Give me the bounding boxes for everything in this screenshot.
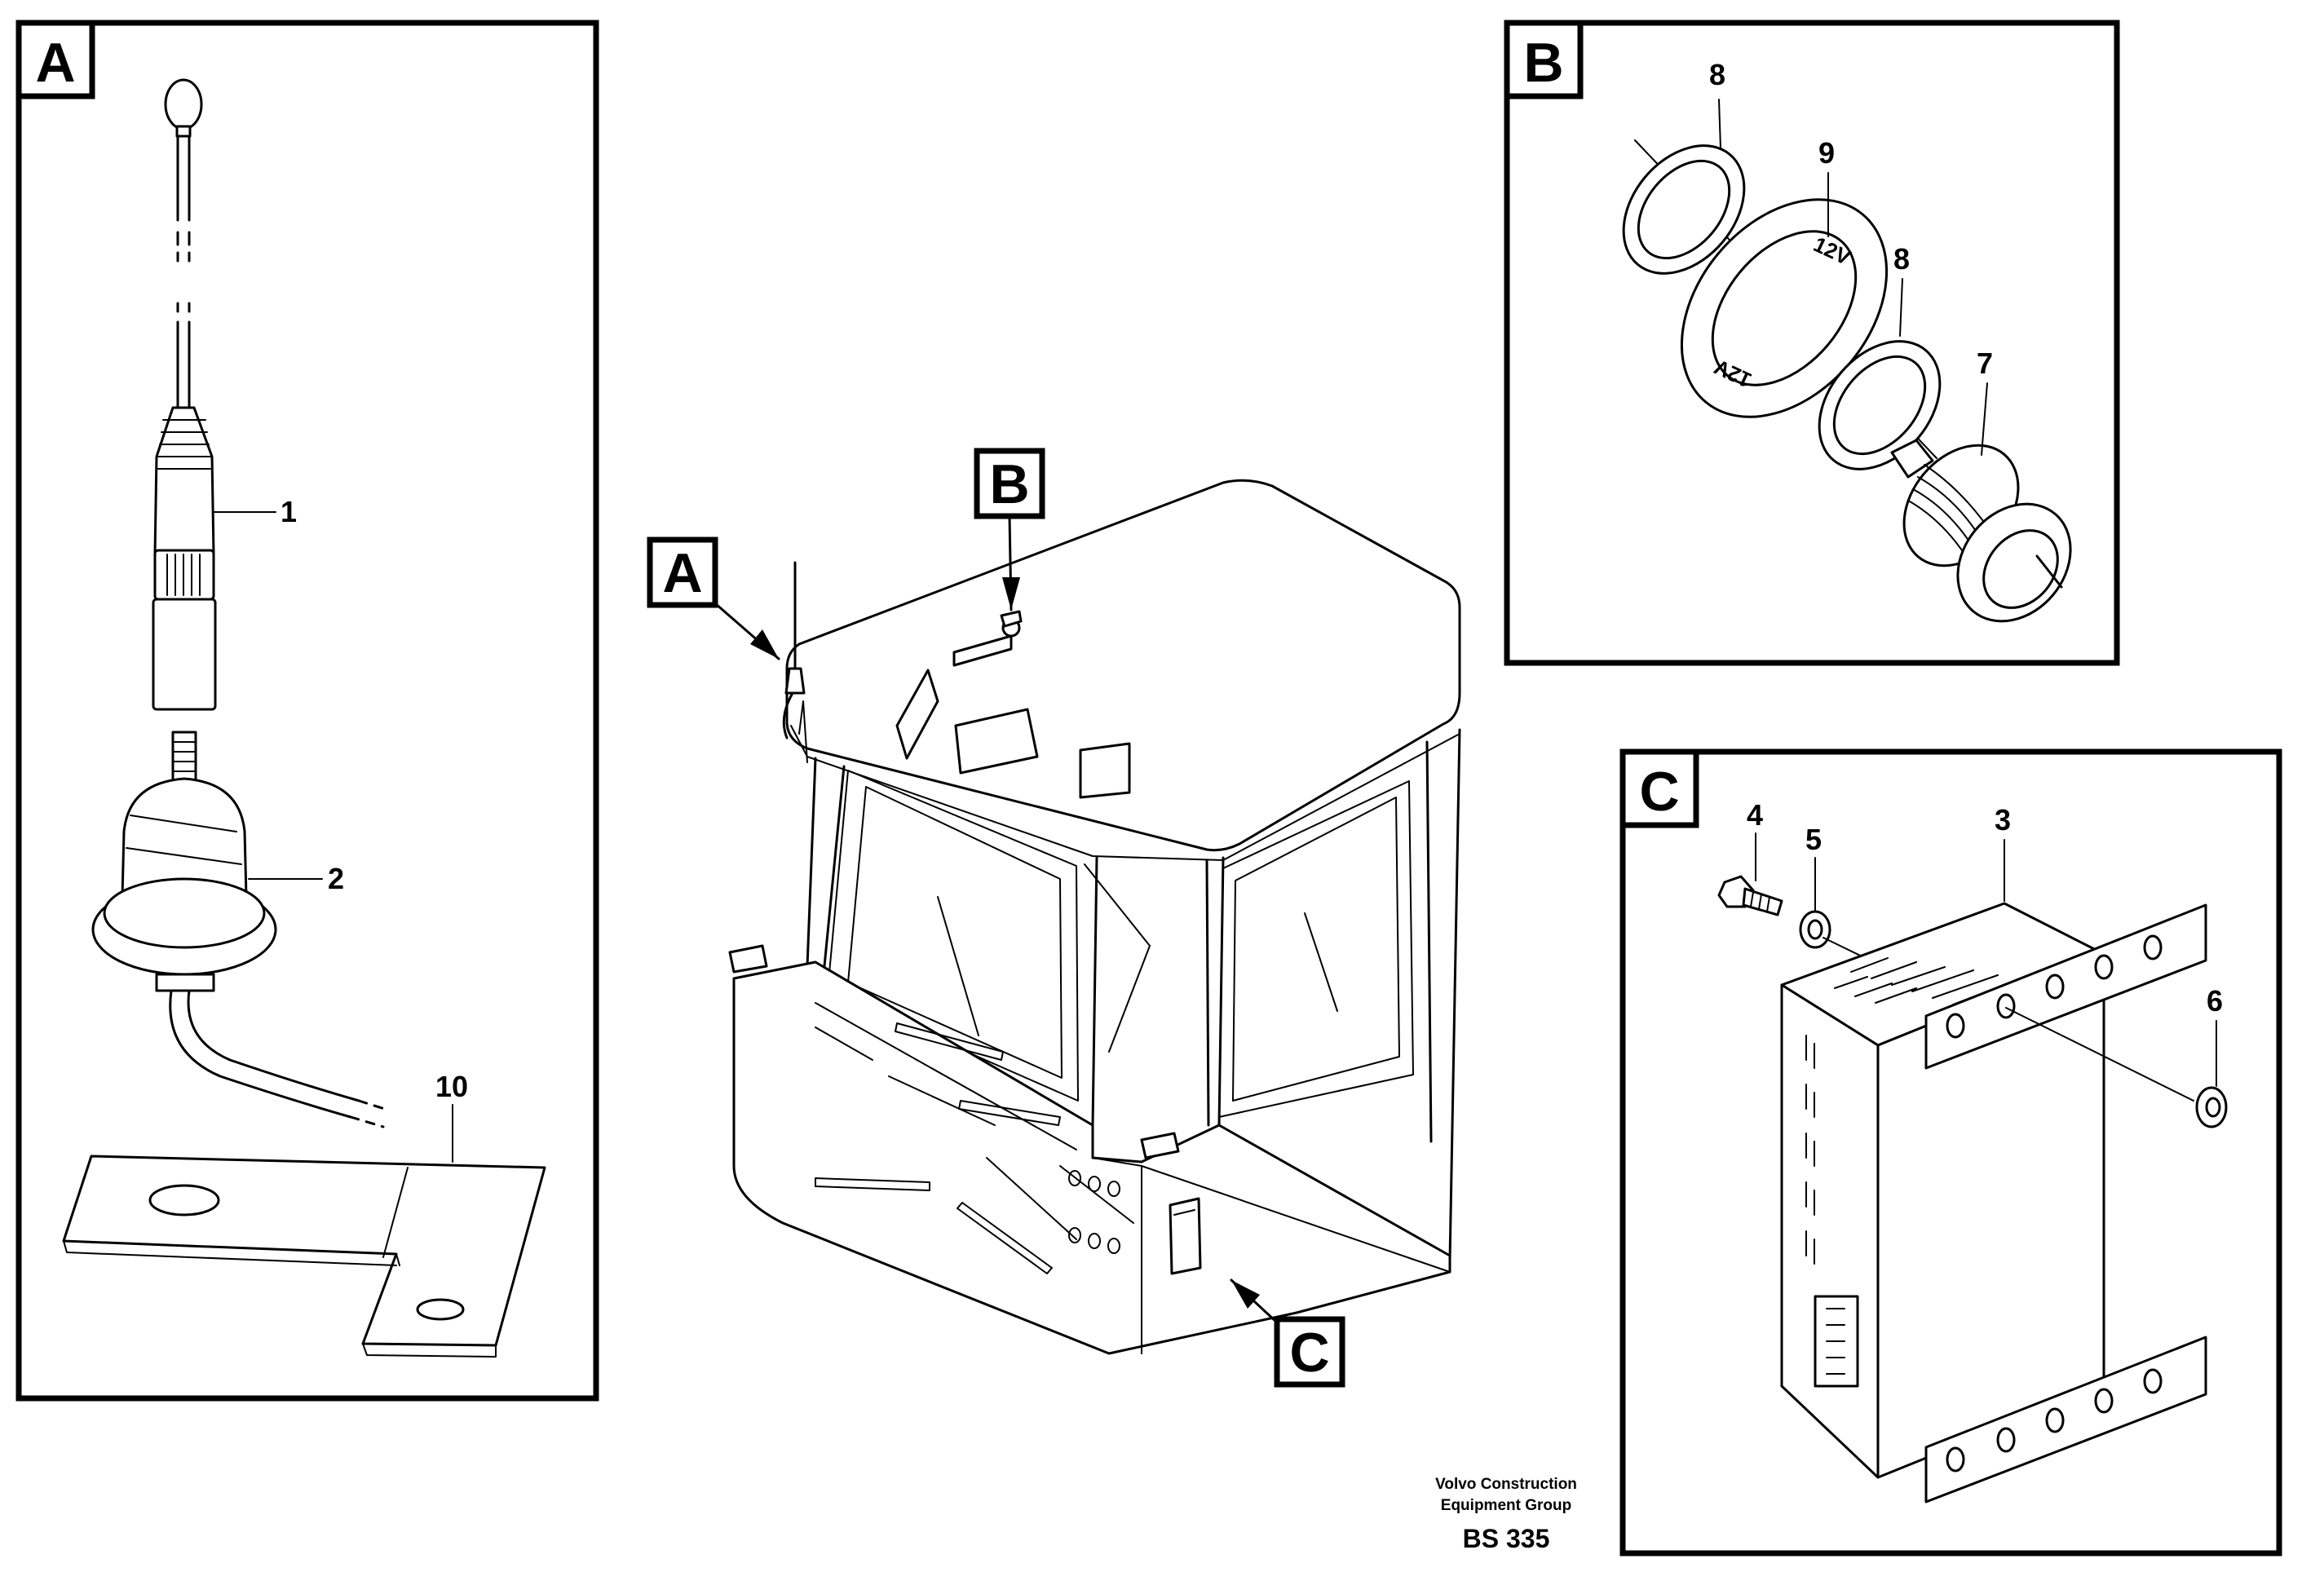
leader-7 (1981, 382, 1988, 456)
part-number-9: 9 (1818, 136, 1835, 170)
panel-a-letter: A (35, 32, 75, 94)
washer-ring-icon (1622, 144, 1746, 275)
company-name-line2: Equipment Group (1441, 1497, 1571, 1514)
panel-b-letter-box (1504, 20, 1584, 99)
drawing-code: BS 335 (1463, 1524, 1550, 1553)
panel-c-letter: C (1639, 761, 1679, 823)
callout-b-box (974, 448, 1045, 519)
nut-icon (2195, 1086, 2228, 1128)
antenna-base-icon (91, 731, 391, 1128)
part-number-5: 5 (1805, 823, 1822, 856)
decal-ring-12v-icon: 12V 12V (1680, 198, 1889, 418)
panel-c: C (1619, 748, 2282, 1556)
nut-axis (2005, 1007, 2194, 1102)
panel-a: A (15, 20, 599, 1402)
panel-a-letter-box (15, 20, 95, 99)
bolt-icon (1717, 875, 1783, 916)
washer-ring-icon (1818, 340, 1942, 470)
footer: Volvo Construction Equipment Group BS 33… (1435, 1476, 1577, 1553)
panel-c-frame (1619, 748, 2282, 1556)
part-number-2: 2 (328, 862, 344, 895)
panel-b-letter: B (1523, 32, 1563, 94)
part-number-6: 6 (2207, 984, 2223, 1018)
panel-a-frame (15, 20, 599, 1402)
callout-a-box (647, 536, 718, 608)
antenna-whip-icon (152, 78, 217, 711)
part-number-10: 10 (435, 1070, 468, 1103)
washer-icon (1799, 910, 1831, 949)
panel-c-letter-box (1619, 748, 1699, 828)
part-number-8-lower: 8 (1893, 242, 1910, 276)
cab-illustration (728, 479, 1461, 1355)
callout-a-arrowhead (750, 629, 779, 659)
leader-8-top (1718, 99, 1721, 149)
leader-8-lower (1899, 278, 1903, 337)
panel-b: B 12V 12V 8 9 8 7 (1504, 20, 2120, 666)
part-number-8-top: 8 (1709, 58, 1725, 91)
cab-overview: A B C (647, 448, 1461, 1388)
power-socket-icon (1890, 439, 2072, 623)
panel-b-frame (1504, 20, 2120, 666)
company-name-line1: Volvo Construction (1435, 1476, 1577, 1493)
callout-c-arrowhead (1231, 1280, 1260, 1309)
part-number-4: 4 (1747, 798, 1763, 832)
callout-a-letter: A (662, 542, 702, 604)
part-number-3: 3 (1995, 803, 2011, 837)
callout-b-arrowhead (1002, 577, 1020, 610)
callout-c-letter: C (1289, 1322, 1329, 1384)
antenna-bracket-icon (62, 1155, 546, 1358)
part-number-1: 1 (281, 495, 297, 528)
part-number-7: 7 (1977, 347, 1993, 380)
converter-unit-icon (1780, 902, 2207, 1503)
callout-b-letter: B (989, 453, 1029, 515)
callout-c-box (1274, 1316, 1345, 1388)
